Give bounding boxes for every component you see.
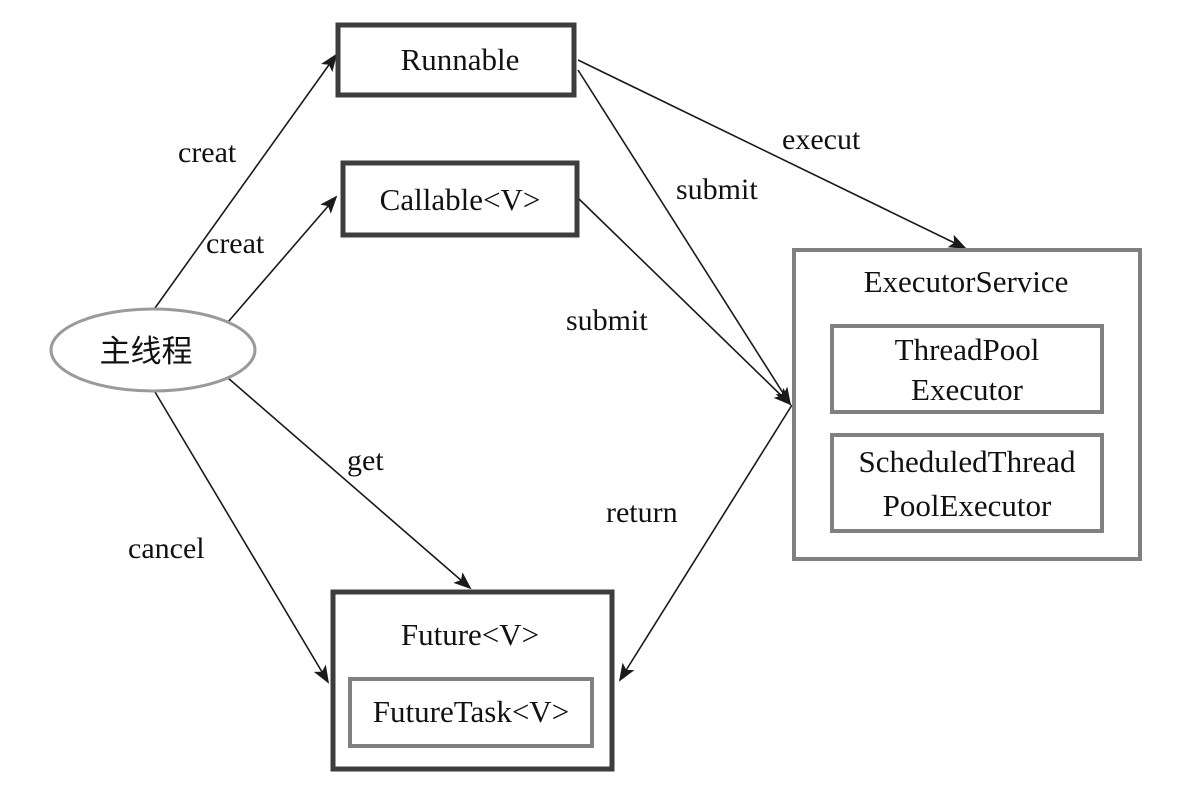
future-task-node: FutureTask<V> [348, 677, 594, 748]
edges [154, 53, 967, 684]
edge-label-execut: execut [782, 123, 861, 156]
edge-label-submit-runnable: submit [676, 173, 758, 206]
main-thread-label: 主线程 [100, 334, 193, 369]
scheduled-thread-pool-executor-box [830, 433, 1104, 533]
thread-pool-executor-node: ThreadPool Executor [830, 324, 1104, 414]
edge-executor-return-future [618, 404, 793, 682]
edge-label-creat-runnable: creat [178, 136, 237, 169]
edge-label-submit-callable: submit [566, 304, 648, 337]
edge-label-creat-callable: creat [206, 227, 265, 260]
edge-label-get: get [347, 444, 384, 477]
edge-main-to-callable [227, 195, 338, 323]
callable-node: Callable<V> [340, 160, 580, 238]
future-label: Future<V> [401, 617, 539, 652]
future-task-box [348, 677, 594, 748]
edge-main-get-future [227, 377, 472, 590]
future-node: Future<V> FutureTask<V> [330, 589, 615, 772]
scheduled-thread-pool-executor-label-line2: PoolExecutor [883, 488, 1052, 523]
thread-pool-executor-box [830, 324, 1104, 414]
executor-service-node: ExecutorService ThreadPool Executor Sche… [792, 248, 1142, 561]
edge-label-return: return [606, 496, 678, 529]
scheduled-thread-pool-executor-node: ScheduledThread PoolExecutor [830, 433, 1104, 533]
main-thread-ellipse [49, 307, 257, 393]
callable-label: Callable<V> [380, 182, 541, 217]
edge-label-cancel: cancel [128, 532, 205, 565]
edge-runnable-to-executor-service [577, 59, 967, 249]
edge-main-to-runnable [154, 53, 338, 309]
edge-labels: creat creat execut submit submit get can… [128, 123, 861, 565]
edge-main-cancel-future [154, 391, 330, 684]
main-thread-node: 主线程 [49, 307, 257, 393]
executor-service-label: ExecutorService [864, 264, 1069, 299]
runnable-node: Runnable [335, 22, 577, 98]
runnable-box [335, 22, 577, 98]
thread-pool-executor-label-line2: Executor [911, 372, 1024, 407]
runnable-label: Runnable [401, 42, 520, 77]
edge-runnable-submit-to-executor-service [577, 69, 792, 406]
thread-pool-executor-label-line1: ThreadPool [895, 332, 1040, 367]
callable-box [340, 160, 580, 238]
future-task-label: FutureTask<V> [373, 694, 569, 729]
edge-callable-submit-to-executor-service [577, 197, 792, 406]
scheduled-thread-pool-executor-label-line1: ScheduledThread [859, 444, 1076, 479]
